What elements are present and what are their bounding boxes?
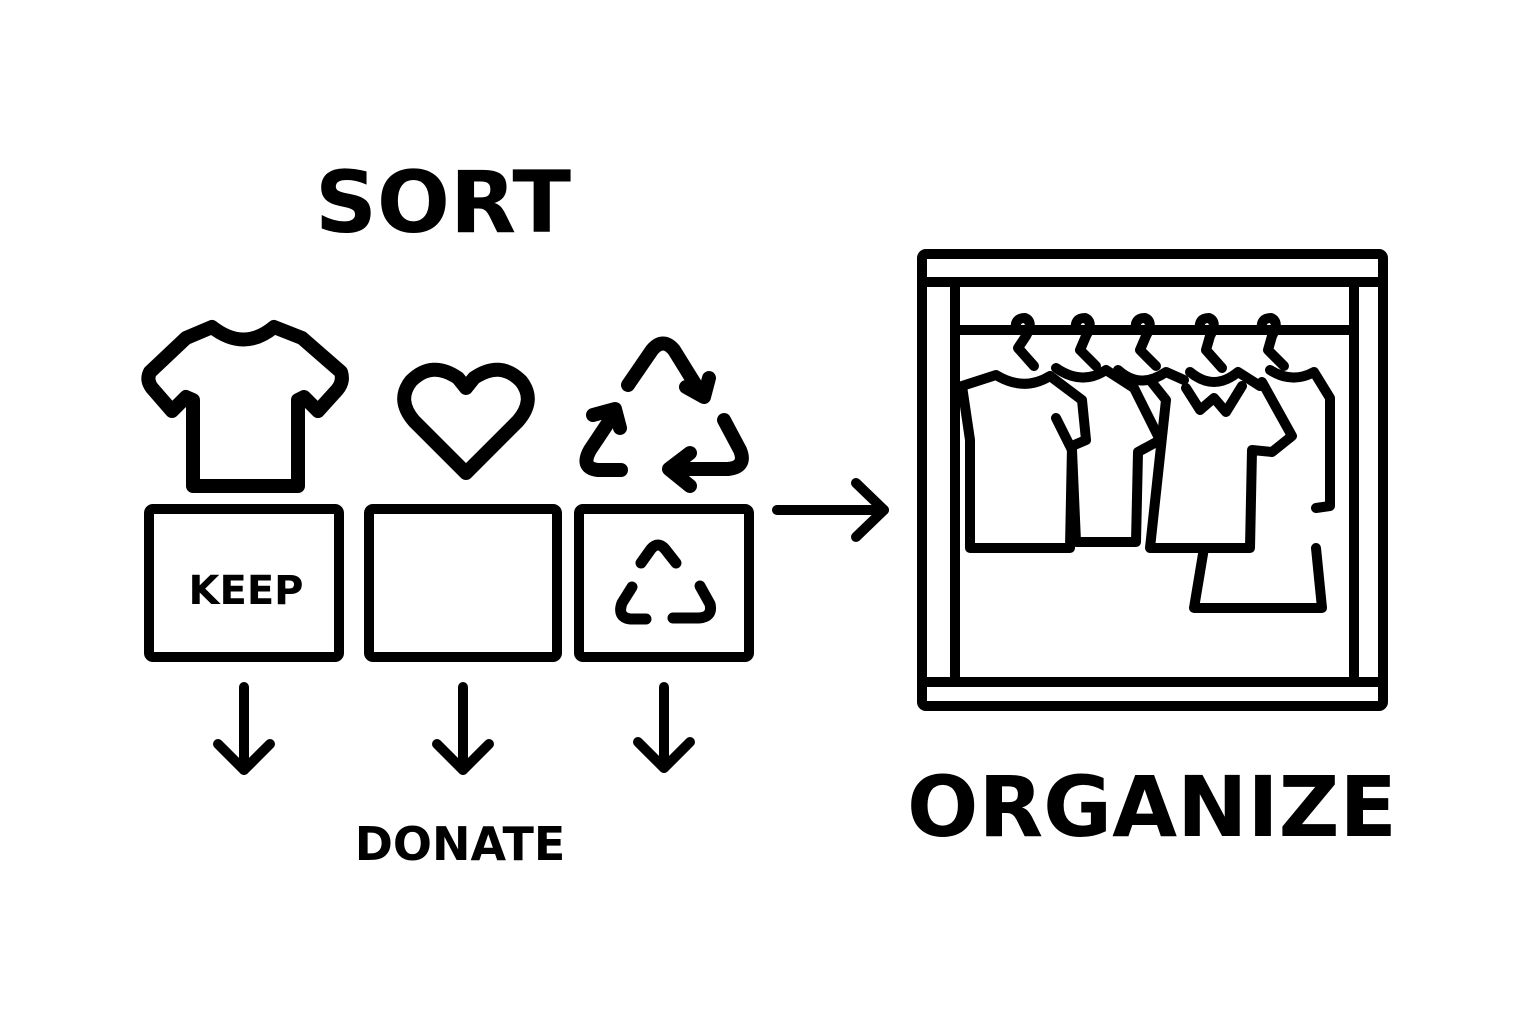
recycle-small-icon — [615, 539, 716, 625]
down-arrow-keep — [213, 682, 275, 775]
heart-icon — [397, 362, 535, 480]
recycle-box — [574, 504, 754, 662]
keep-label: KEEP — [189, 568, 304, 614]
wardrobe-icon — [917, 249, 1388, 711]
sort-title: SORT — [315, 153, 571, 253]
arrow-icon — [772, 478, 889, 542]
down-arrow-donate — [432, 682, 494, 775]
donate-label: DONATE — [355, 817, 566, 871]
keep-box — [144, 504, 344, 662]
t-shirt-icon — [141, 320, 349, 493]
donate-box — [364, 504, 562, 662]
down-arrow-recycle — [633, 682, 695, 773]
recycle-icon — [579, 336, 749, 493]
organize-label: ORGANIZE — [907, 758, 1397, 856]
